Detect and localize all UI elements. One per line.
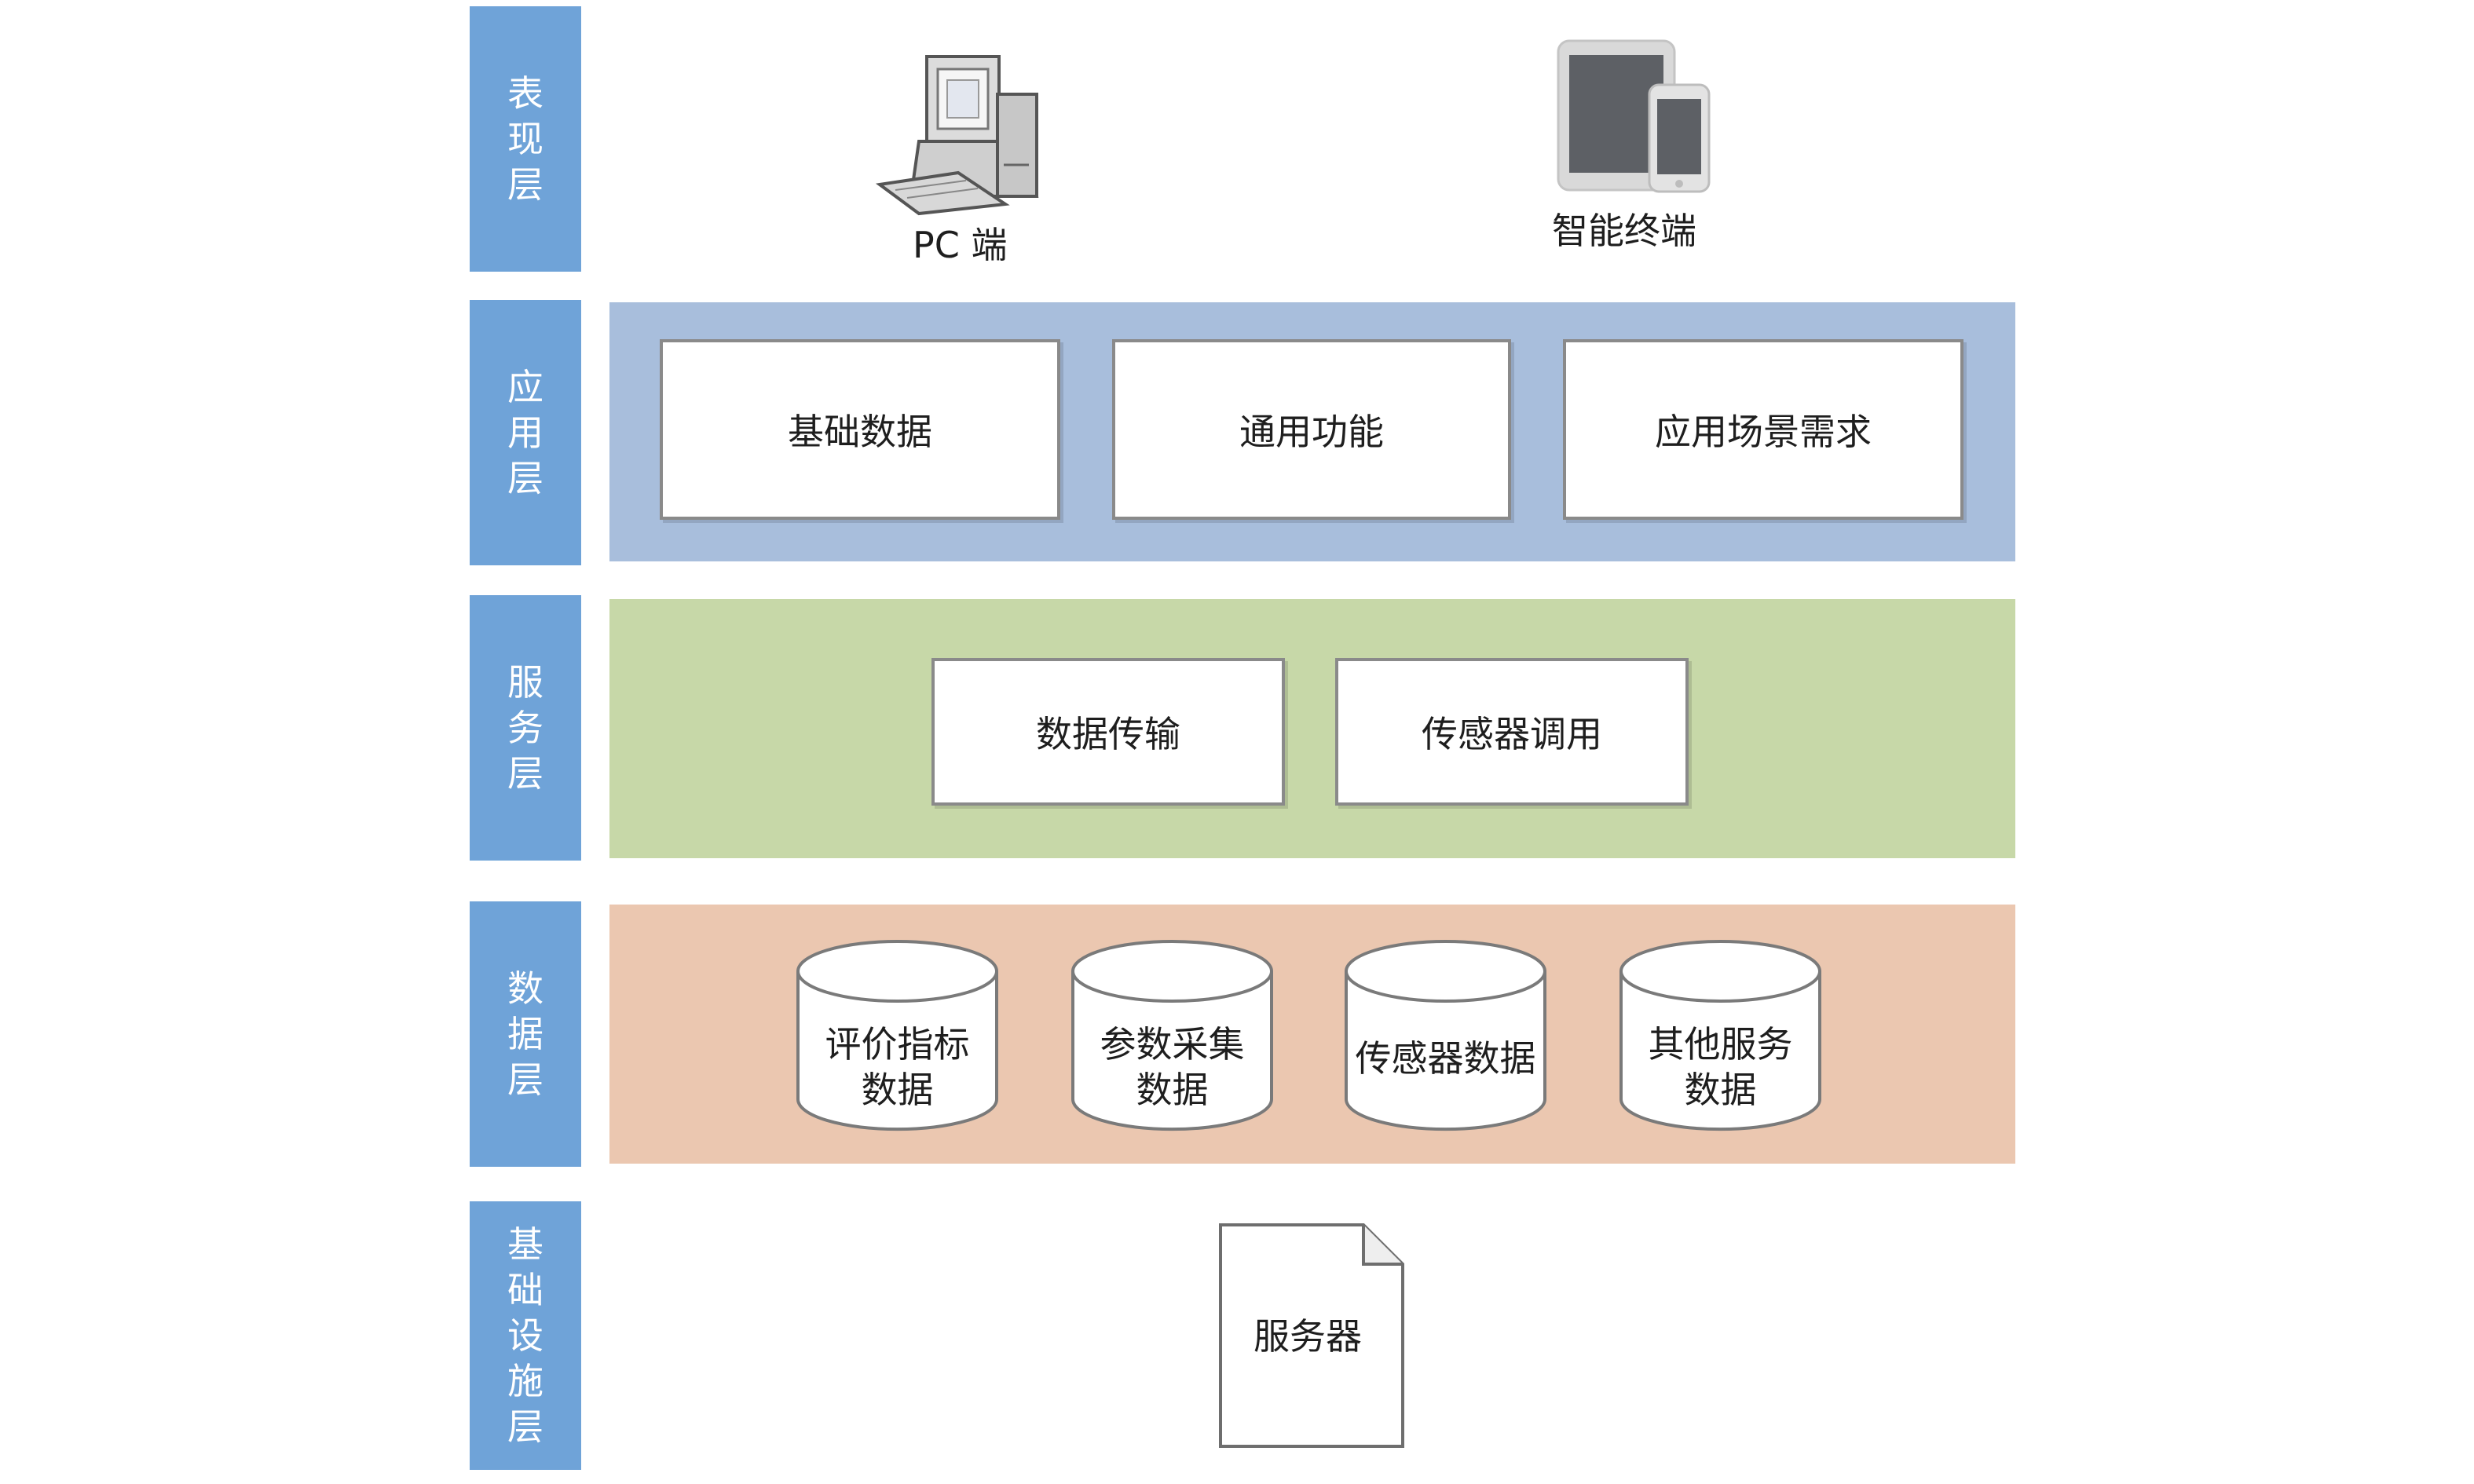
pc-label: PC 端 (913, 224, 1008, 266)
svc-box-sensor-invocation: 传感器调用 (1335, 658, 1689, 806)
datastore-evaluation-indicators: 评价指标 数据 (793, 938, 1001, 1135)
layer-tab-infrastructure: 基础设施层 (470, 1201, 581, 1470)
datastore-label-line2: 数据 (1136, 1069, 1209, 1111)
layer-label-infrastructure: 基础设施层 (507, 1223, 543, 1448)
datastore-label-line1: 其他服务 (1648, 1023, 1793, 1065)
layer-tab-application: 应用层 (470, 300, 581, 565)
service-band (609, 599, 2015, 858)
app-box-scenario-requirements: 应用场景需求 (1563, 339, 1963, 520)
database-cylinder-icon (1071, 940, 1273, 1131)
document-server-icon (1219, 1223, 1404, 1448)
datastore-label-line2: 数据 (861, 1069, 934, 1111)
layer-tab-service: 服务层 (470, 595, 581, 861)
datastore-label-line2: 数据 (1684, 1069, 1757, 1111)
layer-label-presentation: 表现层 (507, 72, 543, 206)
layer-tab-data: 数据层 (470, 901, 581, 1167)
datastore-other-services: 其他服务 数据 (1616, 938, 1824, 1135)
layer-label-application: 应用层 (507, 366, 543, 499)
layer-label-service: 服务层 (507, 661, 543, 795)
desktop-pc-icon (875, 55, 1039, 216)
datastore-label-line1: 传感器数据 (1355, 1037, 1536, 1080)
mobile-terminal-label: 智能终端 (1552, 210, 1696, 252)
app-box-common-functions: 通用功能 (1112, 339, 1511, 520)
database-cylinder-icon (1619, 940, 1821, 1131)
tablet-phone-icon (1557, 39, 1711, 193)
database-cylinder-icon (1345, 940, 1546, 1131)
datastore-sensor-data: 传感器数据 (1341, 938, 1550, 1135)
app-box-basic-data: 基础数据 (660, 339, 1060, 520)
svc-box-data-transfer: 数据传输 (931, 658, 1285, 806)
database-cylinder-icon (796, 940, 998, 1131)
server-label: 服务器 (1253, 1315, 1362, 1358)
layer-label-data: 数据层 (507, 967, 543, 1101)
datastore-label-line1: 参数采集 (1100, 1023, 1245, 1065)
datastore-parameter-collection: 参数采集 数据 (1068, 938, 1276, 1135)
datastore-label-line1: 评价指标 (825, 1023, 970, 1065)
layer-tab-presentation: 表现层 (470, 6, 581, 272)
